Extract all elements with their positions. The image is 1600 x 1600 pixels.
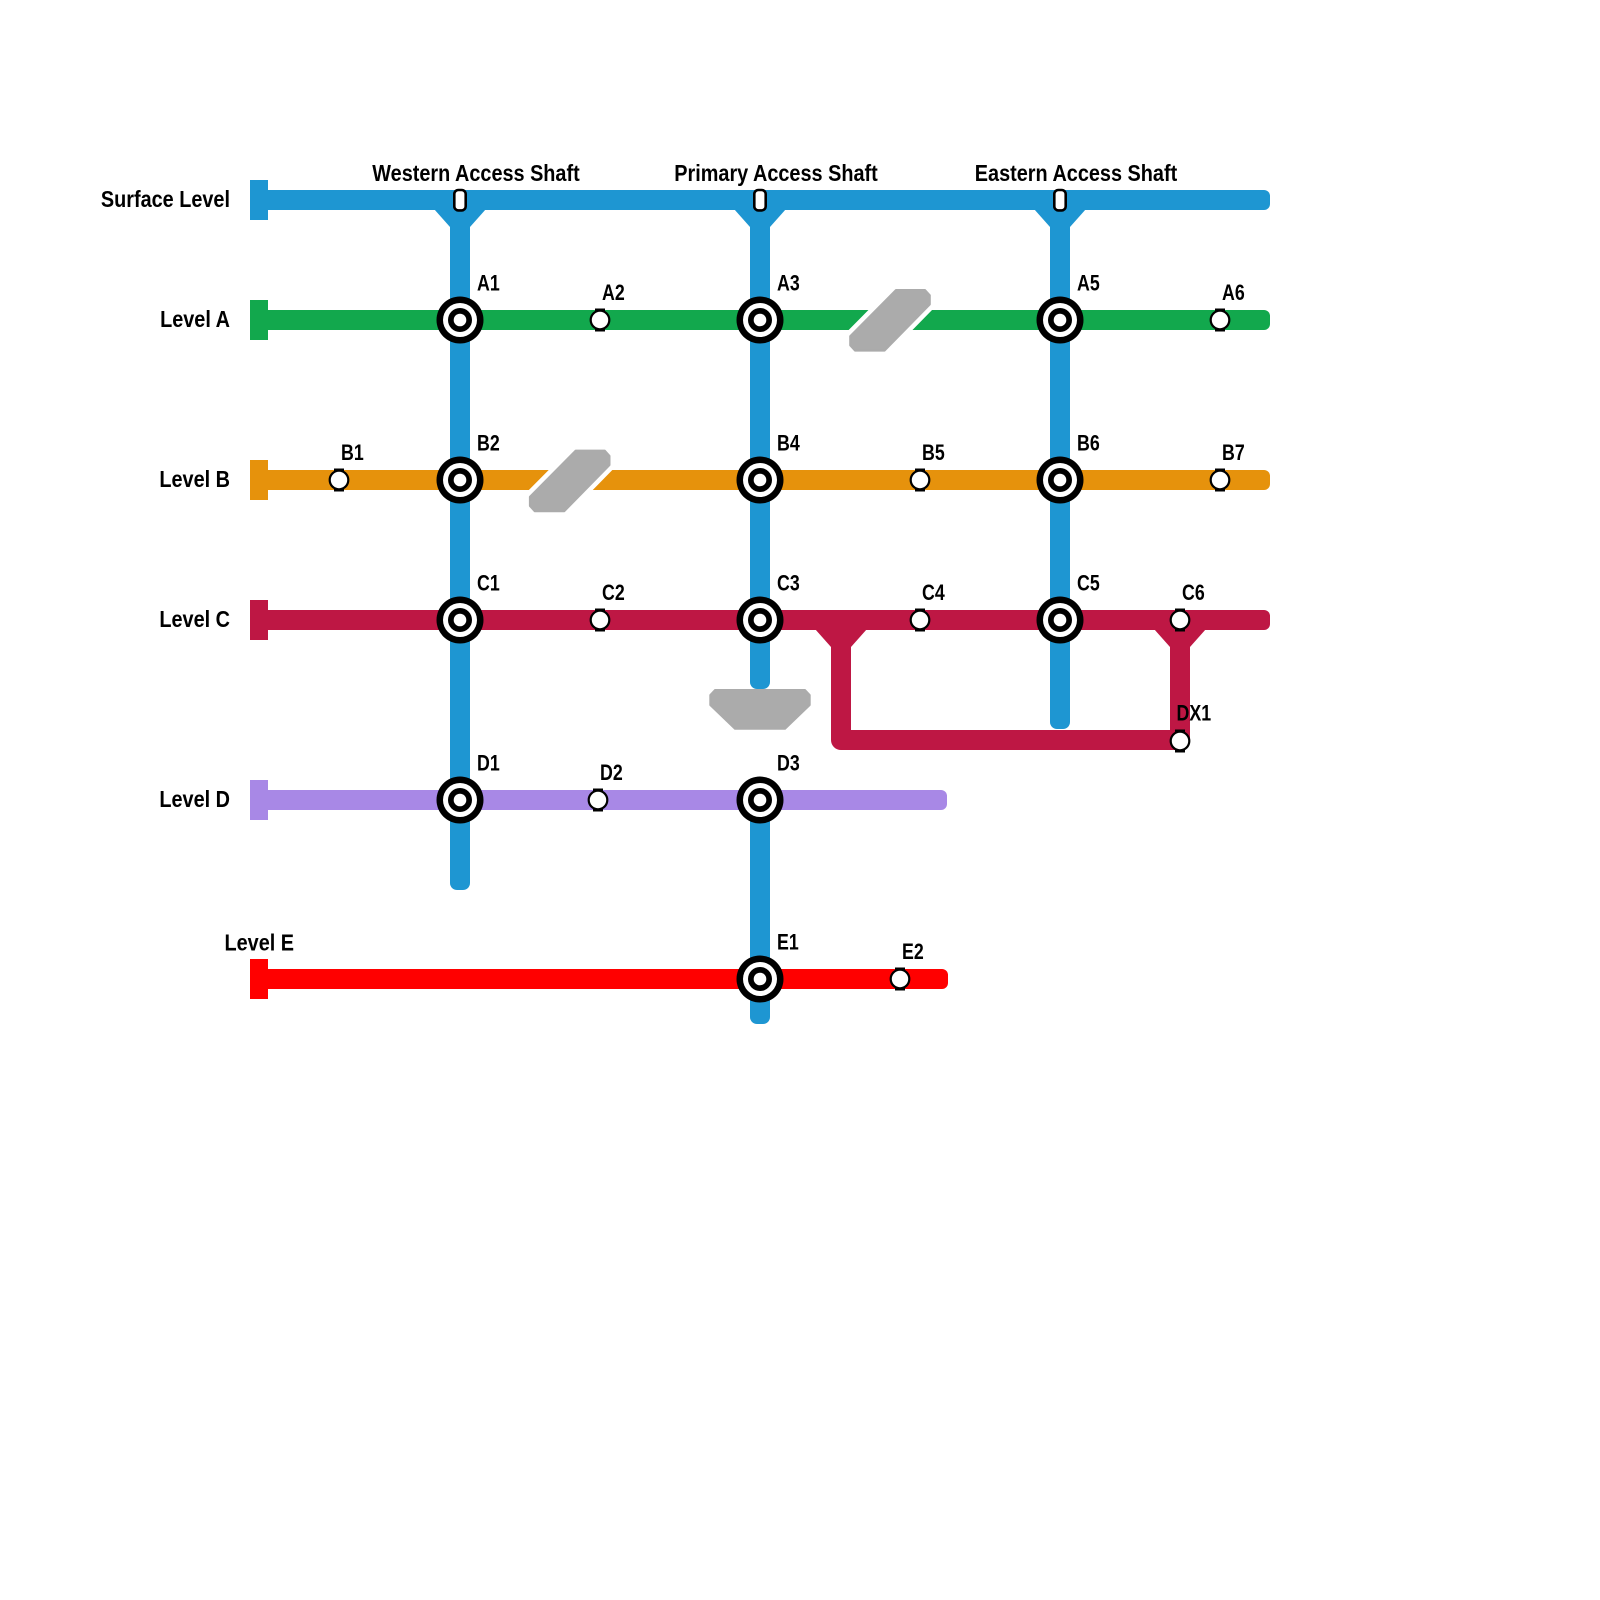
svg-text:B1: B1: [341, 440, 364, 465]
svg-text:Level D: Level D: [159, 786, 230, 812]
svg-text:Level B: Level B: [159, 466, 230, 492]
svg-text:E2: E2: [902, 939, 924, 964]
svg-text:Eastern Access Shaft: Eastern Access Shaft: [975, 160, 1178, 186]
svg-text:D3: D3: [777, 751, 800, 776]
svg-text:A3: A3: [777, 271, 800, 296]
svg-text:B5: B5: [922, 440, 945, 465]
svg-text:E1: E1: [777, 930, 799, 955]
svg-text:B6: B6: [1077, 431, 1100, 456]
svg-text:Level A: Level A: [160, 306, 230, 332]
svg-text:Level C: Level C: [159, 606, 230, 632]
svg-text:DX1: DX1: [1177, 701, 1212, 726]
svg-text:Level E: Level E: [225, 930, 295, 956]
svg-text:Western Access Shaft: Western Access Shaft: [372, 160, 580, 186]
svg-text:D1: D1: [477, 751, 500, 776]
svg-text:B2: B2: [477, 431, 500, 456]
svg-text:C4: C4: [922, 580, 945, 605]
svg-text:A5: A5: [1077, 271, 1100, 296]
svg-text:A6: A6: [1222, 280, 1245, 305]
svg-text:C2: C2: [602, 580, 625, 605]
svg-text:C5: C5: [1077, 571, 1100, 596]
svg-text:B7: B7: [1222, 440, 1245, 465]
svg-text:Primary Access Shaft: Primary Access Shaft: [674, 160, 878, 186]
svg-text:C6: C6: [1182, 580, 1205, 605]
svg-text:C1: C1: [477, 571, 500, 596]
svg-text:Surface Level: Surface Level: [101, 186, 230, 212]
svg-text:D2: D2: [600, 760, 623, 785]
svg-text:A2: A2: [602, 280, 625, 305]
svg-text:C3: C3: [777, 571, 800, 596]
svg-text:B4: B4: [777, 431, 800, 456]
svg-text:A1: A1: [477, 271, 500, 296]
